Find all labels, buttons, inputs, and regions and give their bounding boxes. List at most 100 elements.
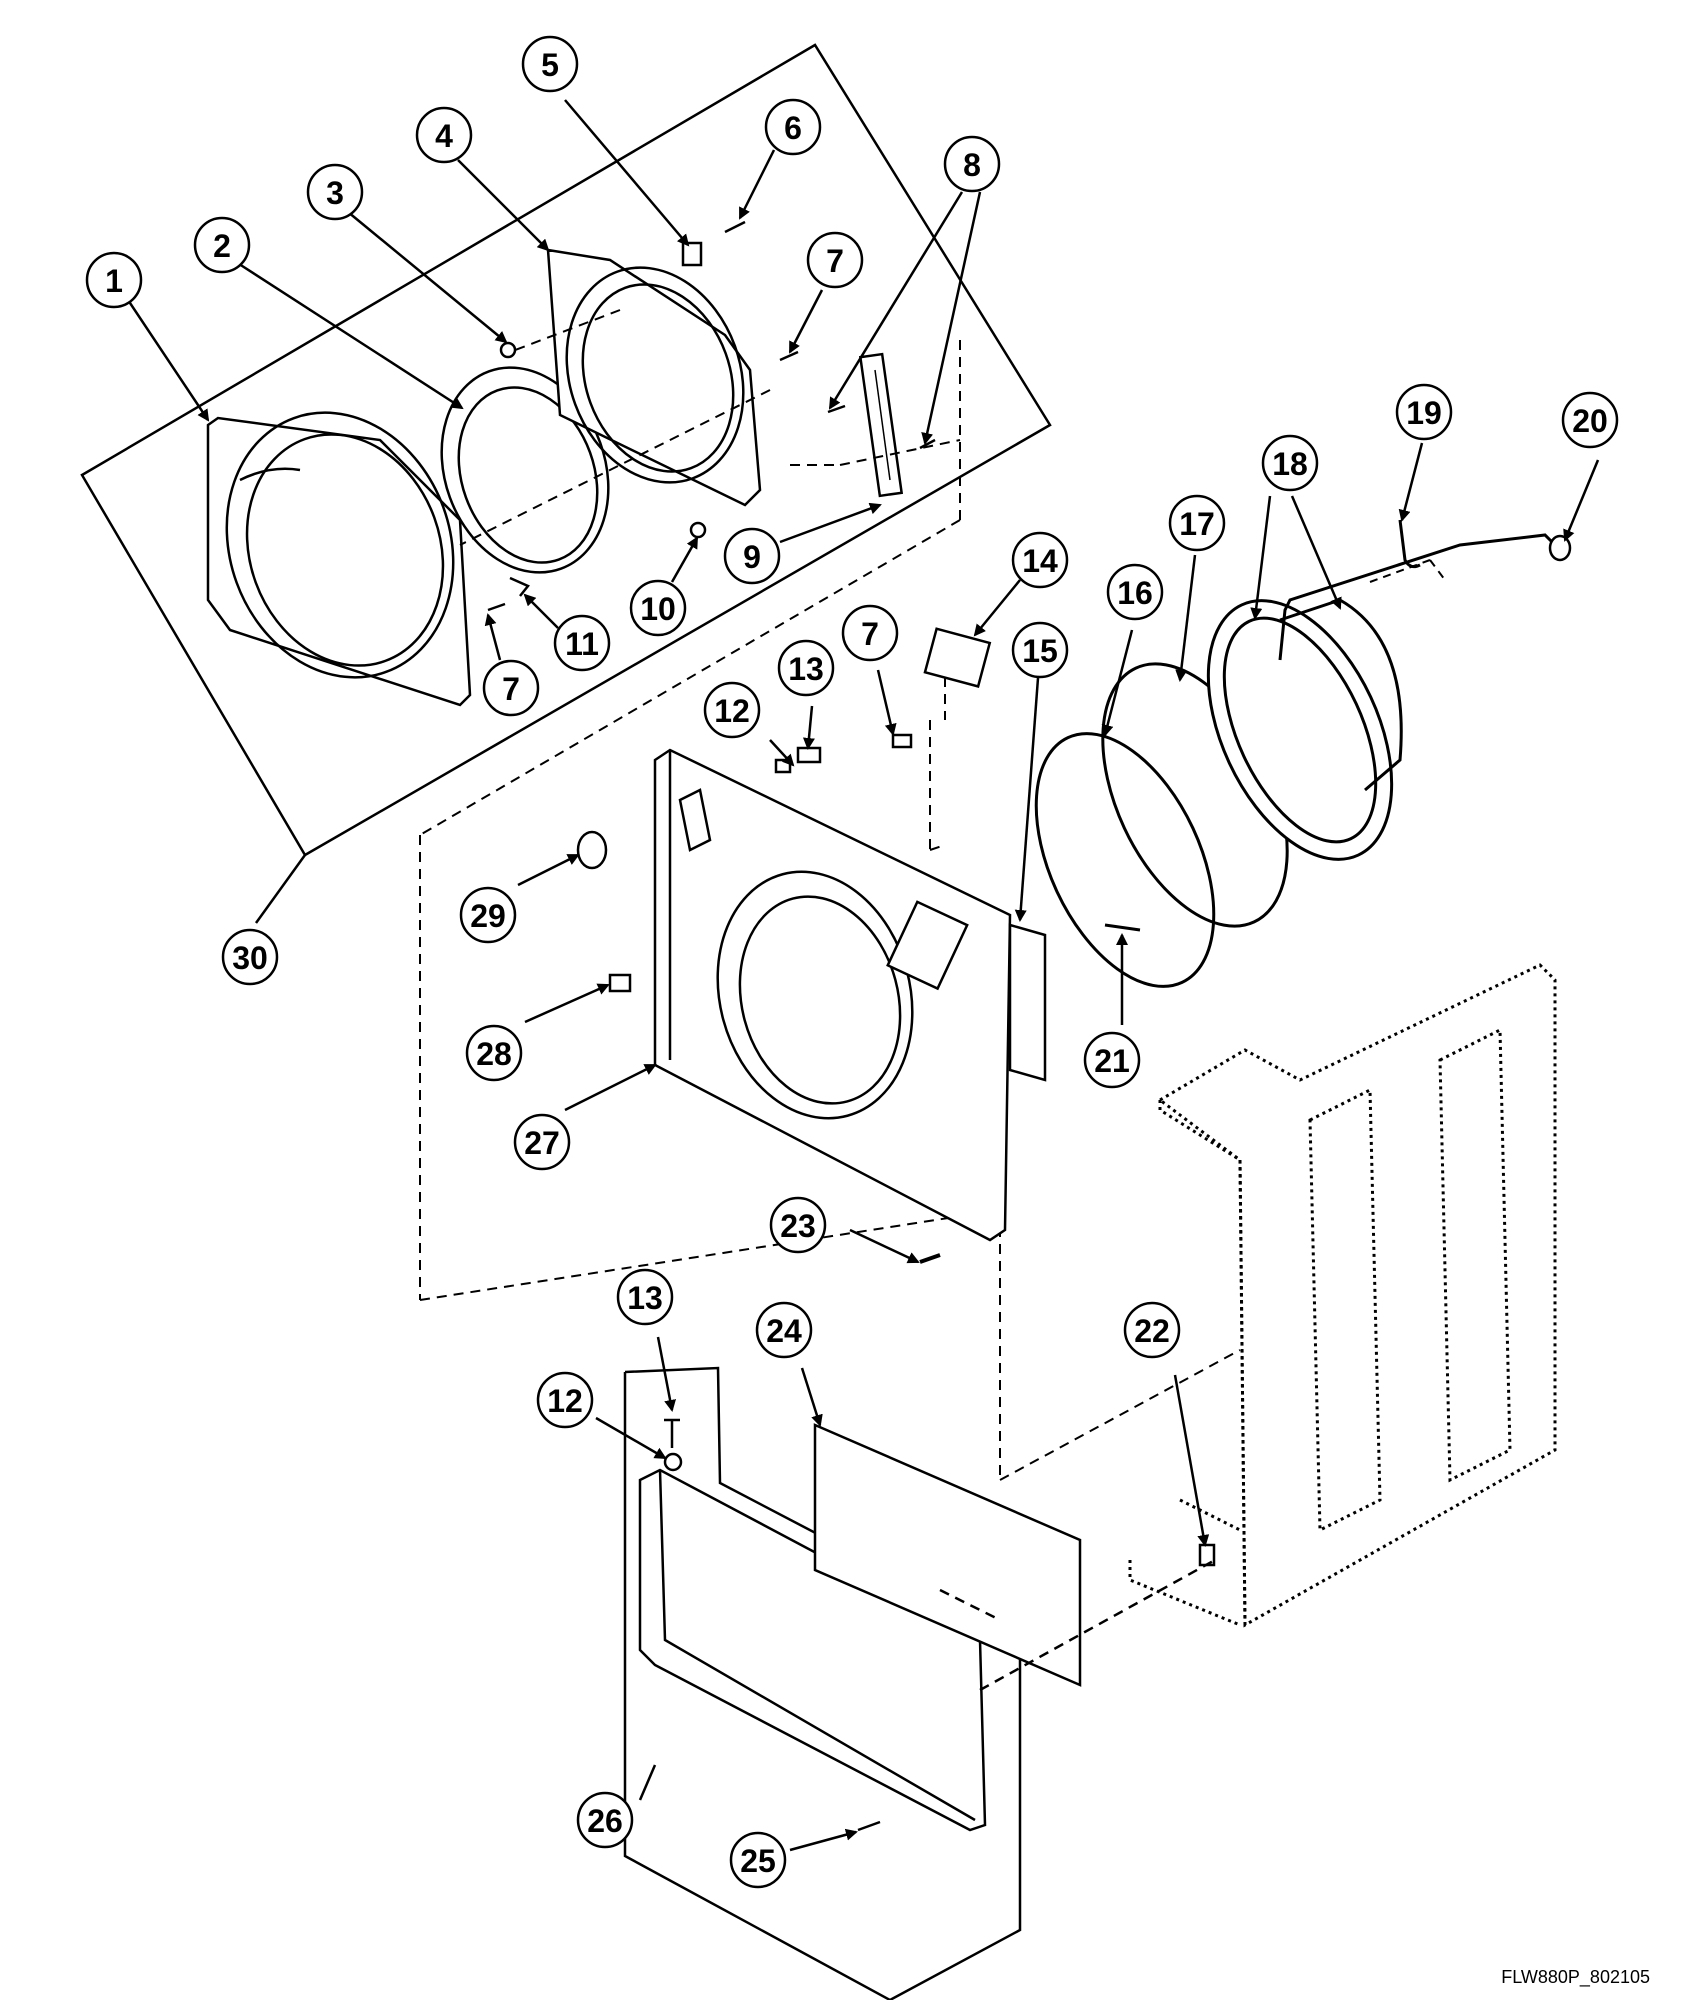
svg-text:22: 22 <box>1134 1313 1170 1349</box>
callout-8: 8 <box>943 135 1001 193</box>
callout-7c: 7 <box>841 604 899 662</box>
label-24 <box>813 1423 1082 1687</box>
part-28-clip <box>608 973 632 993</box>
leader-lines <box>126 99 1600 1852</box>
callout-20: 20 <box>1561 391 1619 449</box>
callout-11: 11 <box>553 614 611 672</box>
part-11-latch <box>509 576 530 597</box>
callout-15: 15 <box>1011 621 1069 679</box>
callout-28: 28 <box>465 1024 523 1082</box>
callout-30: 30 <box>221 928 279 986</box>
callout-7b: 7 <box>482 659 540 717</box>
callout-21: 21 <box>1083 1031 1141 1089</box>
part-5-bracket <box>681 241 703 267</box>
door-hinge <box>858 352 904 498</box>
clamp-ring-16 <box>1034 732 1216 988</box>
callout-2: 2 <box>193 216 251 274</box>
cabinet <box>1128 963 1557 1628</box>
svg-text:7: 7 <box>502 671 520 707</box>
drawing-id: FLW880P_802105 <box>1501 1967 1650 1987</box>
part-23-screw <box>919 1253 941 1264</box>
toe-panel-group-outline <box>623 1366 1022 2000</box>
svg-text:20: 20 <box>1572 403 1608 439</box>
part-13-lower <box>664 1418 680 1448</box>
hose-clamp-20 <box>1548 534 1572 562</box>
callout-18: 18 <box>1261 434 1319 492</box>
svg-text:10: 10 <box>640 591 676 627</box>
svg-text:7: 7 <box>826 243 844 279</box>
part-12-lower <box>663 1452 683 1472</box>
svg-text:23: 23 <box>780 1208 816 1244</box>
svg-text:9: 9 <box>743 539 761 575</box>
inner-door-frame <box>546 248 762 507</box>
svg-text:17: 17 <box>1179 506 1215 542</box>
part-7-screw-a <box>779 350 799 362</box>
toe-panel <box>638 1468 987 1832</box>
callout-12b: 12 <box>536 1371 594 1429</box>
svg-text:1: 1 <box>105 263 123 299</box>
part-6-screw <box>724 220 746 234</box>
svg-text:30: 30 <box>232 940 268 976</box>
callout-13a: 13 <box>777 639 835 697</box>
outer-door <box>206 411 472 707</box>
door-assembly-group <box>80 43 1241 1481</box>
svg-text:26: 26 <box>587 1803 623 1839</box>
svg-text:24: 24 <box>766 1313 802 1349</box>
callout-19: 19 <box>1395 383 1453 441</box>
svg-text:16: 16 <box>1117 575 1153 611</box>
part-3-plug <box>499 341 517 359</box>
part-25-screw <box>857 1820 881 1832</box>
hose-clamp-19 <box>1398 519 1421 569</box>
svg-text:11: 11 <box>565 626 599 662</box>
toe-panel-group <box>623 1366 1216 2000</box>
callout-23: 23 <box>769 1196 827 1254</box>
svg-text:7: 7 <box>861 616 879 652</box>
door-switch <box>923 627 992 688</box>
door-seal-parts <box>1034 533 1557 988</box>
svg-text:15: 15 <box>1022 633 1058 669</box>
svg-text:13: 13 <box>788 651 824 687</box>
callout-14: 14 <box>1011 531 1069 589</box>
callout-7a: 7 <box>806 231 864 289</box>
part-7-screw-b <box>487 602 506 612</box>
callouts: 1 2 3 4 5 6 7 8 9 10 11 7 12 13 7 14 15 … <box>85 35 1619 1889</box>
callout-4: 4 <box>415 106 473 164</box>
callout-17: 17 <box>1168 494 1226 552</box>
callout-6: 6 <box>764 98 822 156</box>
callout-24: 24 <box>755 1301 813 1359</box>
svg-text:19: 19 <box>1406 395 1442 431</box>
callout-3: 3 <box>306 163 364 221</box>
svg-text:14: 14 <box>1022 543 1058 579</box>
upper-fasteners <box>774 733 913 774</box>
svg-text:27: 27 <box>524 1125 560 1161</box>
callout-5: 5 <box>521 35 579 93</box>
svg-text:13: 13 <box>627 1280 663 1316</box>
svg-text:2: 2 <box>213 228 231 264</box>
callout-1: 1 <box>85 251 143 309</box>
svg-text:21: 21 <box>1094 1043 1130 1079</box>
callout-22: 22 <box>1123 1301 1181 1359</box>
callout-16: 16 <box>1106 563 1164 621</box>
front-panel <box>653 748 1012 1242</box>
door-boot-18 <box>1206 598 1403 861</box>
svg-text:5: 5 <box>541 47 559 83</box>
svg-text:28: 28 <box>476 1036 512 1072</box>
callout-10: 10 <box>629 579 687 637</box>
door-assembly-outline <box>80 43 1052 857</box>
svg-text:12: 12 <box>714 693 750 729</box>
drain-hose-18 <box>1278 533 1557 661</box>
callout-12a: 12 <box>703 681 761 739</box>
svg-text:25: 25 <box>740 1843 776 1879</box>
svg-text:29: 29 <box>470 898 506 934</box>
svg-text:18: 18 <box>1272 446 1308 482</box>
callout-25: 25 <box>729 1831 787 1889</box>
part-10-washer <box>689 521 707 539</box>
callout-9: 9 <box>723 527 781 585</box>
callout-29: 29 <box>459 886 517 944</box>
part-29-cap <box>576 830 608 870</box>
svg-text:12: 12 <box>547 1383 583 1419</box>
svg-text:6: 6 <box>784 110 802 146</box>
svg-text:4: 4 <box>435 118 453 154</box>
callout-27: 27 <box>513 1113 571 1171</box>
